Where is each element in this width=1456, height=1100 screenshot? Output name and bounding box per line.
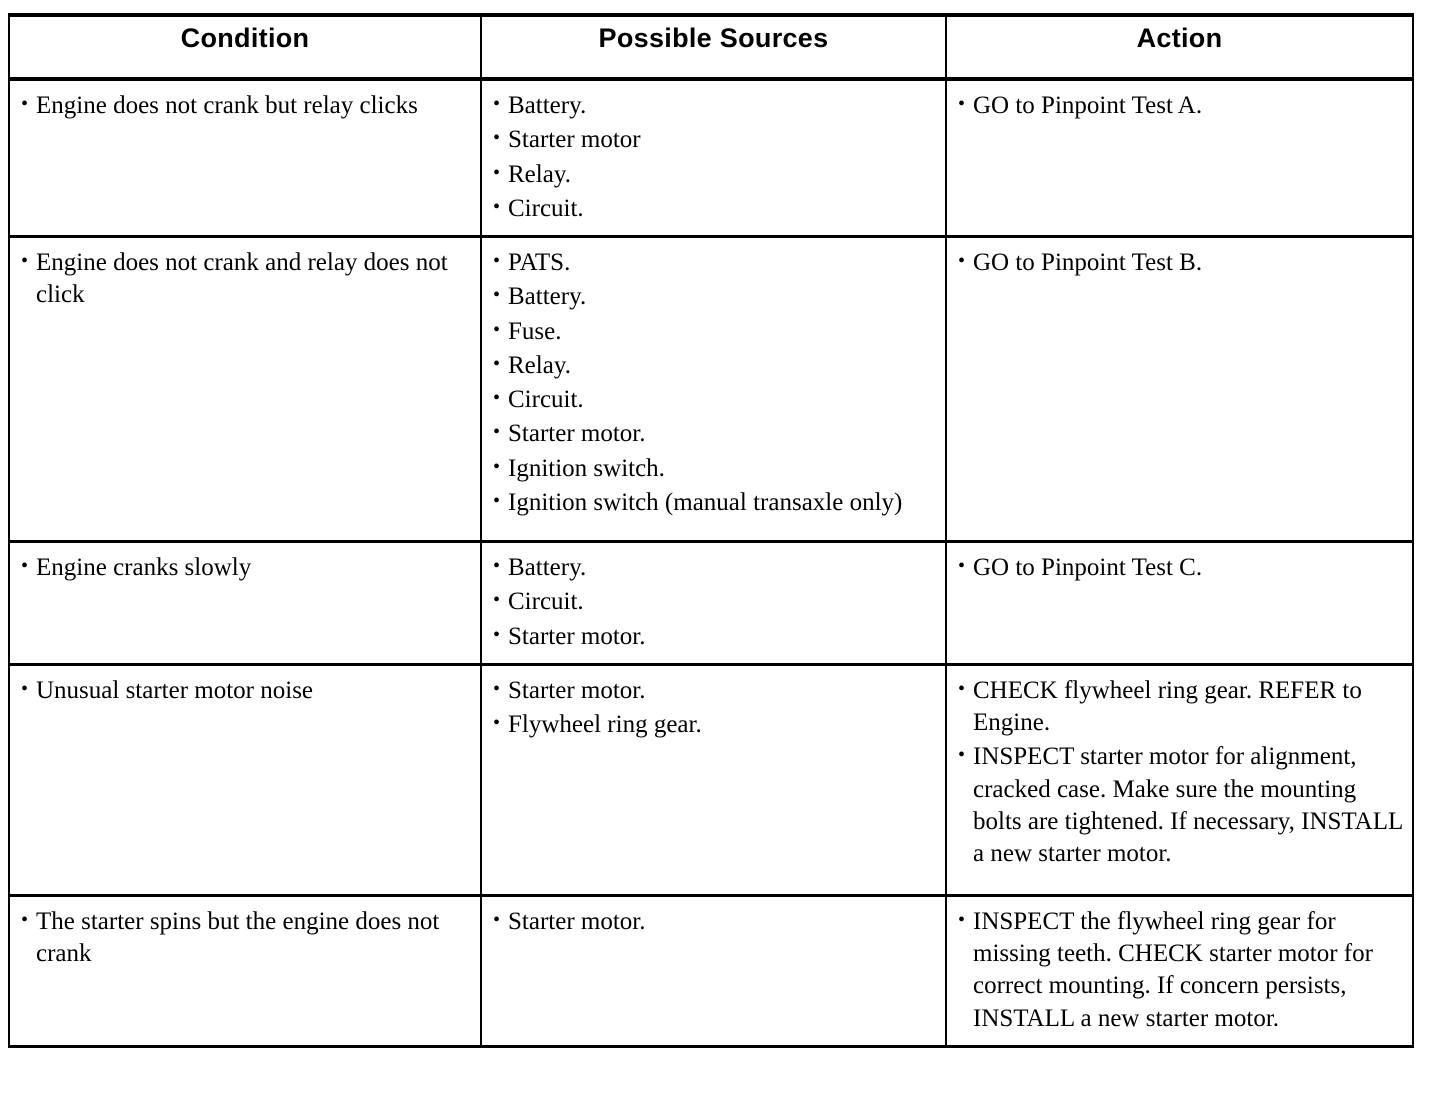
- list-item: CHECK flywheel ring gear. REFER to Engin…: [957, 674, 1404, 740]
- sources-list: Battery.Circuit.Starter motor.: [492, 551, 937, 653]
- list-item: Starter motor.: [492, 674, 937, 707]
- sources-list: Starter motor.: [492, 905, 937, 938]
- condition-list: Engine does not crank and relay does not…: [20, 246, 472, 312]
- condition-list: Engine does not crank but relay clicks: [20, 89, 472, 122]
- list-item: GO to Pinpoint Test C.: [957, 551, 1404, 584]
- list-item: Engine does not crank but relay clicks: [20, 89, 472, 122]
- action-list: CHECK flywheel ring gear. REFER to Engin…: [957, 674, 1404, 871]
- list-item: Unusual starter motor noise: [20, 674, 472, 707]
- diagnostic-troubleshooting-table: Condition Possible Sources Action Engine…: [8, 13, 1414, 1048]
- cell-condition: Unusual starter motor noise: [8, 662, 482, 897]
- column-header-possible-sources: Possible Sources: [480, 13, 947, 81]
- list-item: Relay.: [492, 157, 937, 191]
- action-list: INSPECT the flywheel ring gear for missi…: [957, 905, 1404, 1035]
- condition-list: The starter spins but the engine does no…: [20, 905, 472, 971]
- list-item: Starter motor.: [492, 905, 937, 938]
- cell-possible-sources: Starter motor.Flywheel ring gear.: [480, 662, 947, 897]
- cell-condition: Engine does not crank and relay does not…: [8, 235, 482, 543]
- cell-action: GO to Pinpoint Test C.: [945, 540, 1414, 666]
- table-row: Engine cranks slowly Battery.Circuit.Sta…: [8, 540, 1414, 666]
- list-item: Battery.: [492, 551, 937, 584]
- table-header-row: Condition Possible Sources Action: [8, 13, 1414, 81]
- list-item: Engine does not crank and relay does not…: [20, 246, 472, 312]
- column-header-action: Action: [945, 13, 1414, 81]
- list-item: PATS.: [492, 246, 937, 279]
- list-item: Engine cranks slowly: [20, 551, 472, 584]
- list-item: Circuit.: [492, 585, 937, 618]
- cell-possible-sources: Starter motor.: [480, 893, 947, 1048]
- cell-action: GO to Pinpoint Test A.: [945, 77, 1414, 238]
- list-item: Battery.: [492, 89, 937, 122]
- list-item: INSPECT starter motor for alignment, cra…: [957, 740, 1404, 870]
- condition-list: Engine cranks slowly: [20, 551, 472, 584]
- cell-possible-sources: Battery.Circuit.Starter motor.: [480, 540, 947, 666]
- cell-condition: Engine does not crank but relay clicks: [8, 77, 482, 238]
- table-row: Engine does not crank and relay does not…: [8, 235, 1414, 543]
- table-row: Unusual starter motor noise Starter moto…: [8, 662, 1414, 897]
- list-item: Circuit.: [492, 192, 937, 225]
- table-body: Engine does not crank but relay clicks B…: [8, 77, 1414, 1048]
- list-item: Relay.: [492, 349, 937, 382]
- cell-condition: The starter spins but the engine does no…: [8, 893, 482, 1048]
- list-item: Battery.: [492, 280, 937, 313]
- list-item: Ignition switch (manual transaxle only): [492, 486, 937, 519]
- list-item: Starter motor.: [492, 417, 937, 450]
- cell-action: GO to Pinpoint Test B.: [945, 235, 1414, 543]
- sources-list: Starter motor.Flywheel ring gear.: [492, 674, 937, 742]
- list-item: GO to Pinpoint Test A.: [957, 89, 1404, 122]
- table-row: The starter spins but the engine does no…: [8, 893, 1414, 1048]
- table-row: Engine does not crank but relay clicks B…: [8, 77, 1414, 238]
- action-list: GO to Pinpoint Test B.: [957, 246, 1404, 279]
- list-item: Ignition switch.: [492, 451, 937, 485]
- list-item: Circuit.: [492, 383, 937, 416]
- cell-condition: Engine cranks slowly: [8, 540, 482, 666]
- cell-action: CHECK flywheel ring gear. REFER to Engin…: [945, 662, 1414, 897]
- cell-possible-sources: PATS.Battery.Fuse.Relay.Circuit.Starter …: [480, 235, 947, 543]
- list-item: Starter motor: [492, 123, 937, 156]
- cell-possible-sources: Battery.Starter motorRelay.Circuit.: [480, 77, 947, 238]
- action-list: GO to Pinpoint Test C.: [957, 551, 1404, 584]
- list-item: INSPECT the flywheel ring gear for missi…: [957, 905, 1404, 1035]
- sources-list: PATS.Battery.Fuse.Relay.Circuit.Starter …: [492, 246, 937, 519]
- column-header-condition: Condition: [8, 13, 482, 81]
- condition-list: Unusual starter motor noise: [20, 674, 472, 707]
- action-list: GO to Pinpoint Test A.: [957, 89, 1404, 122]
- list-item: The starter spins but the engine does no…: [20, 905, 472, 971]
- list-item: Flywheel ring gear.: [492, 708, 937, 741]
- list-item: Starter motor.: [492, 619, 937, 653]
- table-header: Condition Possible Sources Action: [8, 13, 1414, 81]
- list-item: GO to Pinpoint Test B.: [957, 246, 1404, 279]
- list-item: Fuse.: [492, 314, 937, 348]
- cell-action: INSPECT the flywheel ring gear for missi…: [945, 893, 1414, 1048]
- sources-list: Battery.Starter motorRelay.Circuit.: [492, 89, 937, 225]
